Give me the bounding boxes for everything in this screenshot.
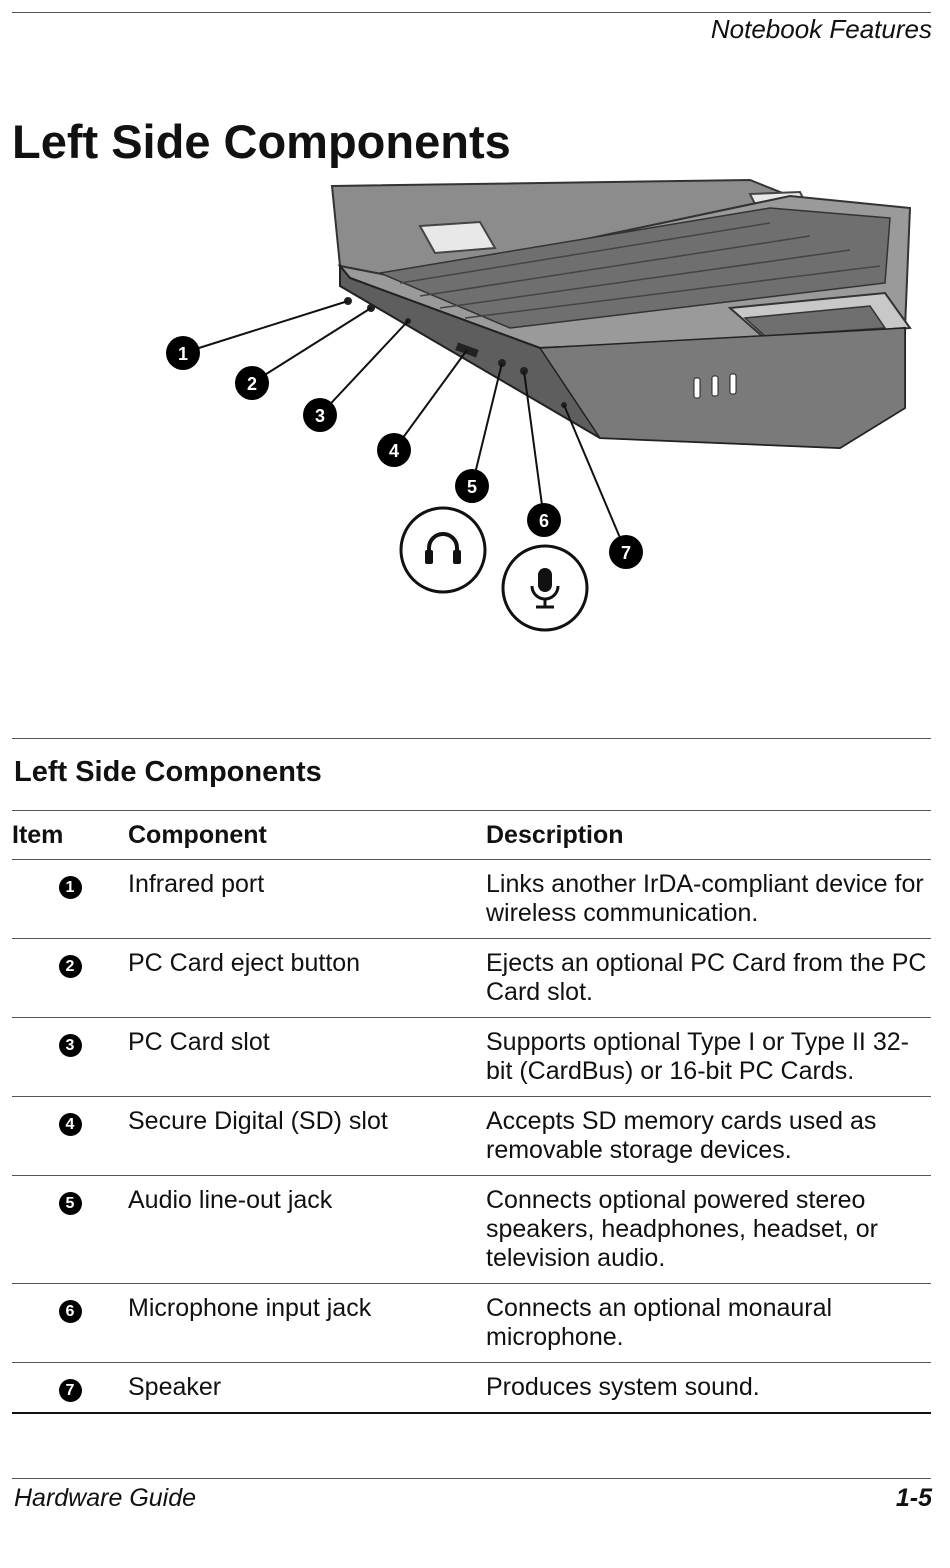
callout-leaders bbox=[182, 300, 627, 553]
table-row: 7 Speaker Produces system sound. bbox=[12, 1362, 931, 1414]
footer-rule bbox=[12, 1478, 931, 1479]
table-row: 2 PC Card eject button Ejects an optiona… bbox=[12, 938, 931, 1018]
component-name: Infrared port bbox=[128, 859, 486, 939]
item-number-badge: 1 bbox=[58, 876, 82, 899]
footer-guide-title: Hardware Guide bbox=[14, 1484, 197, 1512]
component-name: PC Card eject button bbox=[128, 938, 486, 1018]
component-description: Ejects an optional PC Card from the PC C… bbox=[486, 938, 931, 1018]
table-row: 3 PC Card slot Supports optional Type I … bbox=[12, 1017, 931, 1097]
headphones-icon bbox=[399, 506, 487, 594]
component-description: Produces system sound. bbox=[486, 1362, 931, 1414]
component-description: Links another IrDA-compliant device for … bbox=[486, 859, 931, 939]
component-description: Accepts SD memory cards used as removabl… bbox=[486, 1096, 931, 1176]
notebook-left-side-illustration: 1 2 3 4 5 6 7 bbox=[166, 178, 912, 632]
component-description: Supports optional Type I or Type II 32-b… bbox=[486, 1017, 931, 1097]
component-name: Speaker bbox=[128, 1362, 486, 1414]
touchpad bbox=[743, 305, 887, 337]
column-header-component: Component bbox=[128, 810, 486, 860]
svg-text:6: 6 bbox=[539, 511, 549, 531]
item-number-badge: 4 bbox=[58, 1113, 82, 1136]
column-header-description: Description bbox=[486, 810, 931, 860]
table-top-rule bbox=[12, 738, 931, 739]
indicator-lights bbox=[693, 373, 737, 399]
callout-4: 4 bbox=[377, 433, 411, 467]
callout-2: 2 bbox=[235, 366, 269, 400]
svg-text:3: 3 bbox=[315, 406, 325, 426]
table-row: 5 Audio line-out jack Connects optional … bbox=[12, 1175, 931, 1284]
svg-text:5: 5 bbox=[467, 477, 477, 497]
table-header-row: Item Component Description bbox=[12, 810, 931, 860]
svg-text:1: 1 bbox=[178, 344, 188, 364]
front-panel bbox=[538, 327, 906, 449]
component-name: Audio line-out jack bbox=[128, 1175, 486, 1284]
column-header-item: Item bbox=[12, 810, 128, 860]
svg-text:7: 7 bbox=[621, 543, 631, 563]
callout-3: 3 bbox=[303, 398, 337, 432]
keyboard-keys bbox=[399, 222, 881, 319]
callout-7: 7 bbox=[609, 535, 643, 569]
callout-1: 1 bbox=[166, 336, 200, 370]
header-rule bbox=[12, 12, 931, 13]
table-row: 6 Microphone input jack Connects an opti… bbox=[12, 1283, 931, 1363]
table-row: 1 Infrared port Links another IrDA-compl… bbox=[12, 859, 931, 939]
item-number-badge: 2 bbox=[58, 955, 82, 978]
components-table: Item Component Description 1 Infrared po… bbox=[12, 810, 931, 1414]
svg-text:4: 4 bbox=[389, 441, 399, 461]
svg-text:2: 2 bbox=[247, 374, 257, 394]
page-title: Left Side Components bbox=[12, 115, 511, 168]
table-row: 4 Secure Digital (SD) slot Accepts SD me… bbox=[12, 1096, 931, 1176]
table-title: Left Side Components bbox=[14, 756, 322, 788]
component-name: PC Card slot bbox=[128, 1017, 486, 1097]
callout-5: 5 bbox=[455, 469, 489, 503]
callout-6: 6 bbox=[527, 503, 561, 537]
component-name: Microphone input jack bbox=[128, 1283, 486, 1363]
hinge-left bbox=[418, 220, 497, 255]
item-number-badge: 5 bbox=[58, 1192, 82, 1215]
component-description: Connects an optional monaural microphone… bbox=[486, 1283, 931, 1363]
running-header: Notebook Features bbox=[710, 14, 932, 44]
microphone-icon bbox=[501, 544, 589, 632]
item-number-badge: 3 bbox=[58, 1034, 82, 1057]
item-number-badge: 6 bbox=[58, 1300, 82, 1323]
component-description: Connects optional powered stereo speaker… bbox=[486, 1175, 931, 1284]
component-name: Secure Digital (SD) slot bbox=[128, 1096, 486, 1176]
footer-page-number: 1-5 bbox=[895, 1484, 932, 1512]
item-number-badge: 7 bbox=[58, 1379, 82, 1402]
